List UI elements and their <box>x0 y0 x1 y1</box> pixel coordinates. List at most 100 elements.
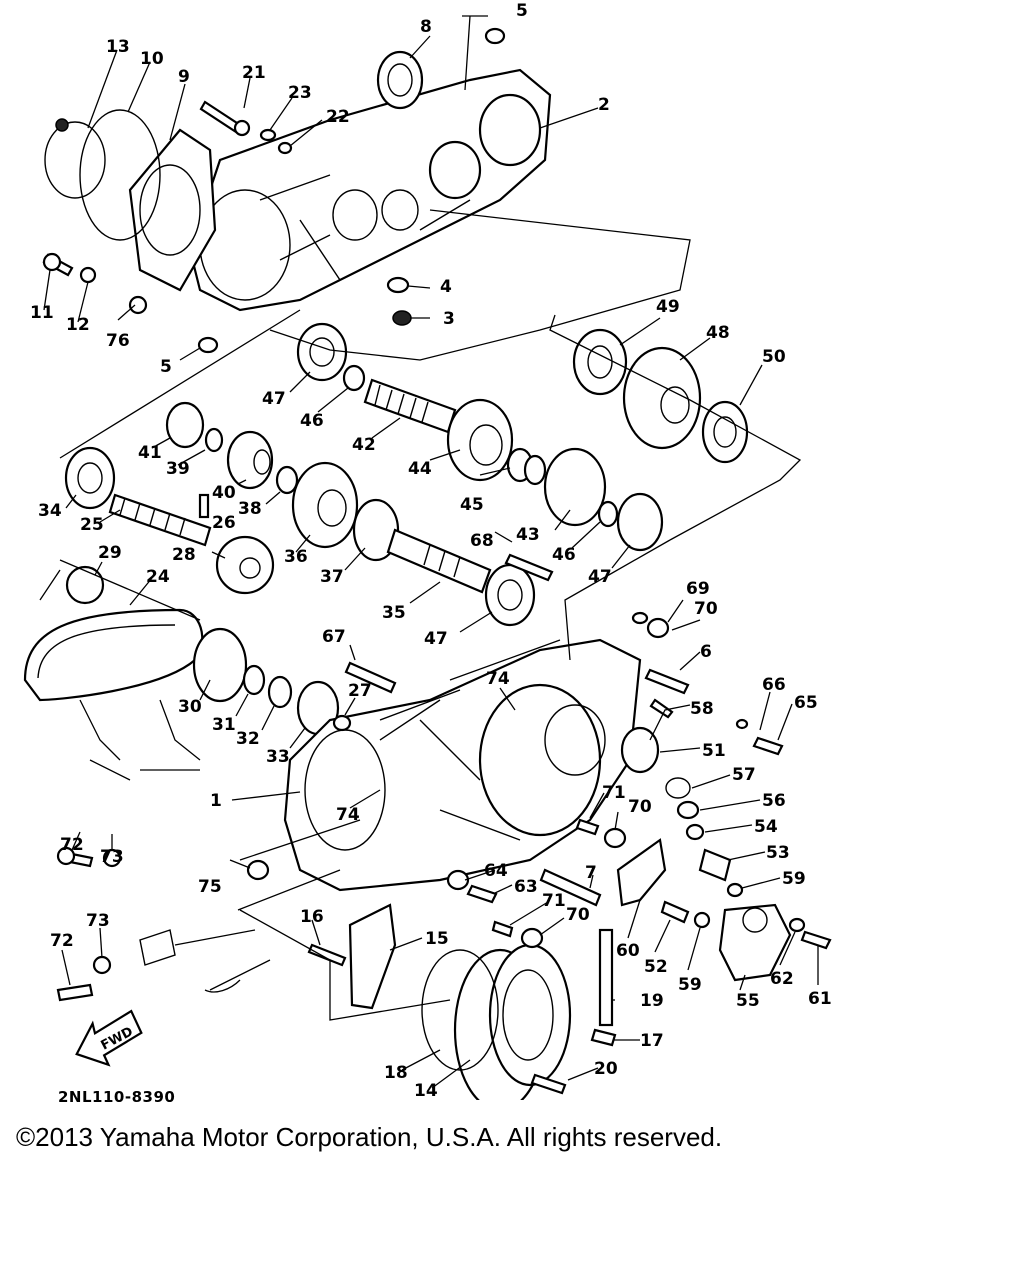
nut-70-mid <box>603 827 627 849</box>
label-64: 64 <box>484 861 508 881</box>
collar-29 <box>65 565 105 605</box>
bolt-58 <box>649 698 674 719</box>
nut-3 <box>392 310 412 326</box>
collar-45 <box>506 447 547 486</box>
washer-59-bottom <box>693 911 711 929</box>
label-47-mid: 47 <box>424 629 448 649</box>
exploded-parts-diagram: FWD <box>23 1 832 1100</box>
bolt-20 <box>530 1073 567 1095</box>
label-74-top: 74 <box>486 669 510 689</box>
hub-40 <box>226 430 274 490</box>
clip-31 <box>242 664 266 696</box>
label-71-bottom: 71 <box>542 891 566 911</box>
label-21: 21 <box>242 63 266 83</box>
label-61: 61 <box>808 989 832 1009</box>
label-39: 39 <box>166 459 190 479</box>
label-76: 76 <box>106 331 130 351</box>
nut-73-bottom <box>92 955 112 975</box>
label-12: 12 <box>66 315 90 335</box>
label-13: 13 <box>106 37 130 57</box>
label-44: 44 <box>408 459 432 479</box>
pump-55 <box>718 903 792 982</box>
wire-harness <box>79 699 271 993</box>
oring-18 <box>421 949 499 1071</box>
label-72-bottom: 72 <box>50 931 74 951</box>
label-2: 2 <box>598 95 610 115</box>
label-66: 66 <box>762 675 786 695</box>
label-4: 4 <box>440 277 452 297</box>
label-15: 15 <box>425 929 449 949</box>
bolt-68 <box>504 553 554 582</box>
washer-46-top <box>342 364 366 392</box>
bolt-67 <box>344 661 397 694</box>
crankcase-lower <box>283 638 642 892</box>
nut-70-top <box>646 617 670 639</box>
bolt-71-bottom <box>491 920 514 938</box>
bearing-49 <box>572 328 628 396</box>
housing-51 <box>620 726 660 774</box>
bolt-61 <box>800 930 832 950</box>
label-63: 63 <box>514 877 538 897</box>
sensor-53 <box>698 848 732 882</box>
bolt-72-top <box>56 846 94 868</box>
bearing-41 <box>165 401 205 449</box>
washer-12 <box>79 266 97 284</box>
label-74-bottom: 74 <box>336 805 360 825</box>
gasket-10 <box>79 109 161 241</box>
gear-44 <box>446 398 514 482</box>
label-29: 29 <box>98 543 122 563</box>
bolt-76 <box>128 295 148 315</box>
label-30: 30 <box>178 697 202 717</box>
nut-75 <box>246 859 270 881</box>
bolt-6 <box>644 668 690 695</box>
label-55: 55 <box>736 991 760 1011</box>
label-35: 35 <box>382 603 406 623</box>
label-24: 24 <box>146 567 170 587</box>
label-42: 42 <box>352 435 376 455</box>
bolt-71-top <box>575 818 600 836</box>
washer-4 <box>386 276 410 294</box>
bolt-27 <box>332 714 352 732</box>
label-34: 34 <box>38 501 62 521</box>
gear-36 <box>291 461 359 549</box>
washer-46-mid <box>597 500 619 528</box>
sprocket-28 <box>215 535 275 595</box>
label-9: 9 <box>178 67 190 87</box>
cover-14 <box>453 943 572 1100</box>
shaft-35 <box>386 528 492 594</box>
nut-69 <box>631 611 649 625</box>
clamp-13 <box>44 118 106 199</box>
label-48: 48 <box>706 323 730 343</box>
clip-39 <box>204 427 224 453</box>
label-27: 27 <box>348 681 372 701</box>
part-labels: 1 2 3 4 5 5 6 7 8 9 10 11 12 13 14 15 16… <box>30 1 832 1100</box>
label-37: 37 <box>320 567 344 587</box>
fwd-arrow: FWD <box>75 1009 143 1067</box>
bolt-21 <box>199 100 251 137</box>
label-72-top: 72 <box>60 835 84 855</box>
label-38: 38 <box>238 499 262 519</box>
label-75: 75 <box>198 877 222 897</box>
shaft-25 <box>108 493 212 547</box>
label-54: 54 <box>754 817 778 837</box>
label-45: 45 <box>460 495 484 515</box>
gear-37 <box>352 498 400 562</box>
label-47-right: 47 <box>588 567 612 587</box>
label-51: 51 <box>702 741 726 761</box>
pin-26 <box>198 493 210 519</box>
label-1: 1 <box>210 791 222 811</box>
washer-59-top <box>726 882 744 898</box>
label-22: 22 <box>326 107 350 127</box>
bearing-34 <box>64 446 116 510</box>
bearing-47-top <box>296 322 348 382</box>
label-3: 3 <box>443 309 455 329</box>
label-8: 8 <box>420 17 432 37</box>
pipe-19 <box>598 928 614 1027</box>
gear-48 <box>622 346 702 450</box>
washer-22 <box>277 141 293 155</box>
label-49: 49 <box>656 297 680 317</box>
label-68: 68 <box>470 531 494 551</box>
label-50: 50 <box>762 347 786 367</box>
label-67: 67 <box>322 627 346 647</box>
label-28: 28 <box>172 545 196 565</box>
